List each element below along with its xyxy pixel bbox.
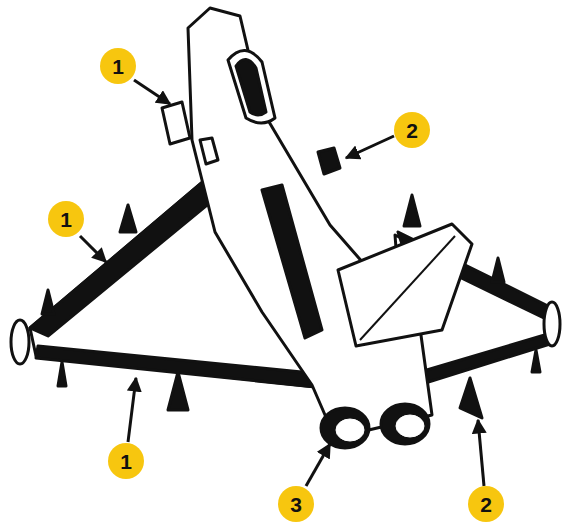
engine-nozzle <box>321 408 369 448</box>
callout-number: 1 <box>100 48 136 84</box>
callout-number: 1 <box>108 443 144 479</box>
wing-store <box>58 362 66 386</box>
callout-number: 3 <box>278 486 314 522</box>
tailplane-line <box>360 236 455 340</box>
wing-store <box>120 205 136 232</box>
canopy-glass <box>236 59 266 115</box>
wingtip-pod <box>11 320 29 364</box>
wing-edge <box>30 180 218 336</box>
nozzle-opening <box>336 419 364 441</box>
intake-lip <box>200 138 218 164</box>
wing-store <box>404 195 420 226</box>
callout-number: 1 <box>48 201 84 237</box>
canopy <box>228 50 275 123</box>
wing-edge <box>420 334 550 384</box>
gun-pod <box>318 148 340 174</box>
leader-arrow <box>80 236 106 262</box>
fuselage <box>188 8 432 438</box>
callout-number: 2 <box>468 486 504 522</box>
wingtip-pod <box>544 302 560 346</box>
fuselage-stripe <box>262 185 322 338</box>
leader-arrow <box>128 378 136 442</box>
engine-nozzle <box>381 404 429 444</box>
leader-arrow <box>134 80 170 104</box>
wing-store <box>532 350 540 372</box>
leader-arrow <box>346 136 394 158</box>
callout-number: 2 <box>394 112 430 148</box>
wing-store <box>168 372 188 410</box>
tailplane <box>338 224 472 346</box>
nose-fin <box>162 102 190 144</box>
nozzle-opening <box>396 415 424 437</box>
wing-store <box>460 378 482 418</box>
wing-store <box>492 258 504 282</box>
leader-arrow <box>478 420 484 486</box>
wing-store <box>42 290 54 314</box>
leader-arrow <box>306 444 330 486</box>
